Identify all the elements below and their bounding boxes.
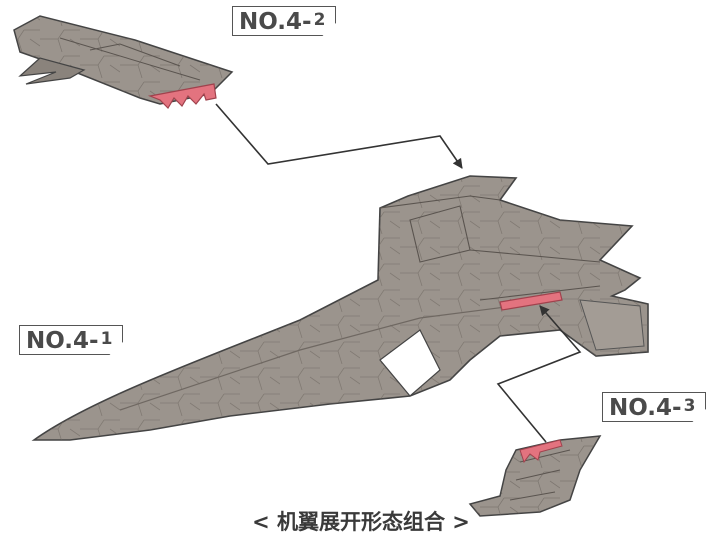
arrow-part-2	[215, 103, 463, 169]
hull-part-4-1	[31, 175, 649, 441]
hull-joint-1	[499, 291, 563, 311]
label-no-4-1: NO.4-1	[19, 325, 123, 355]
wing-part-4-2	[13, 15, 234, 109]
label-no-4-2-index: 2	[313, 10, 326, 30]
label-no-4-1-index: 1	[100, 329, 113, 349]
wing-joint-2	[147, 83, 217, 109]
arrow-part-3	[496, 305, 582, 443]
label-no-4-3-main: NO.4-	[609, 395, 682, 421]
diagram-caption: < 机翼展开形态组合 >	[252, 510, 470, 534]
label-no-4-2-main: NO.4-	[239, 9, 312, 35]
wing-part-4-3	[468, 435, 602, 517]
label-no-4-3-index: 3	[683, 396, 696, 416]
wing-joint-3	[519, 439, 563, 464]
label-no-4-2: NO.4-2	[232, 6, 336, 36]
label-no-4-3: NO.4-3	[602, 392, 706, 422]
label-no-4-1-main: NO.4-	[26, 328, 99, 354]
